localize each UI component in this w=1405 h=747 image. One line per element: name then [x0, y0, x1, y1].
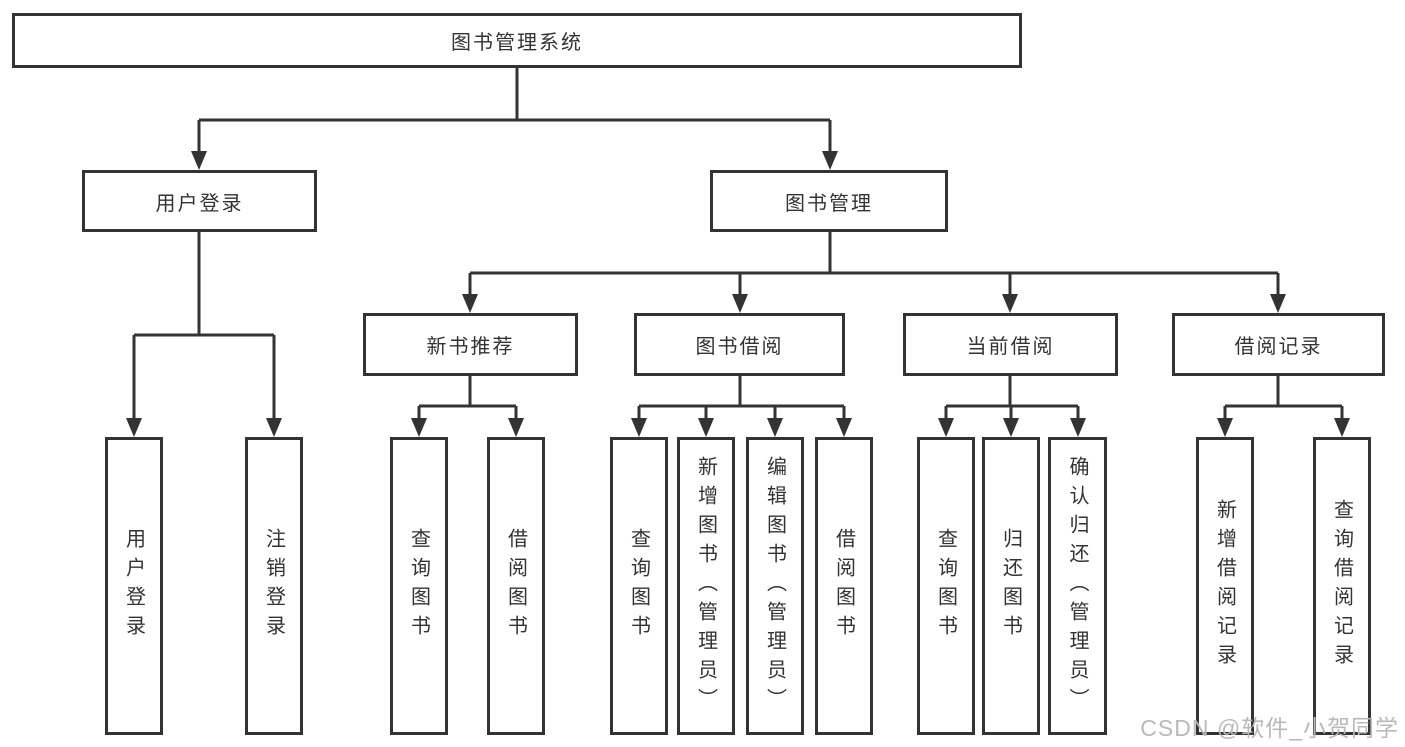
node-add-books-admin: 新增图书（管理员） — [677, 437, 735, 735]
node-add-borrow-record: 新增借阅记录 — [1196, 437, 1254, 735]
node-book-borrowing: 图书借阅 — [634, 313, 845, 376]
node-confirm-return-admin: 确认归还（管理员） — [1048, 437, 1107, 735]
node-query-books-current: 查询图书 — [917, 437, 975, 735]
node-new-book-recommend: 新书推荐 — [363, 313, 578, 376]
node-borrowing-records: 借阅记录 — [1172, 313, 1385, 376]
watermark: CSDN @软件_小贺同学 — [1140, 715, 1399, 741]
node-return-books: 归还图书 — [982, 437, 1040, 735]
node-current-borrowing: 当前借阅 — [903, 313, 1118, 376]
node-query-books-borrowing: 查询图书 — [610, 437, 668, 735]
node-query-books-recommend: 查询图书 — [390, 437, 448, 735]
node-query-borrow-record: 查询借阅记录 — [1313, 437, 1371, 735]
tree-edges — [132, 68, 1344, 420]
node-library-management-system: 图书管理系统 — [12, 13, 1022, 68]
arrow-down-icons — [126, 151, 1350, 437]
node-user-login: 用户登录 — [105, 437, 163, 735]
node-book-management: 图书管理 — [710, 170, 948, 232]
node-borrow-books-recommend: 借阅图书 — [487, 437, 545, 735]
node-user-login-group: 用户登录 — [82, 170, 317, 232]
node-borrow-books-borrowing: 借阅图书 — [815, 437, 873, 735]
node-edit-books-admin: 编辑图书（管理员） — [746, 437, 804, 735]
node-logout: 注销登录 — [245, 437, 303, 735]
